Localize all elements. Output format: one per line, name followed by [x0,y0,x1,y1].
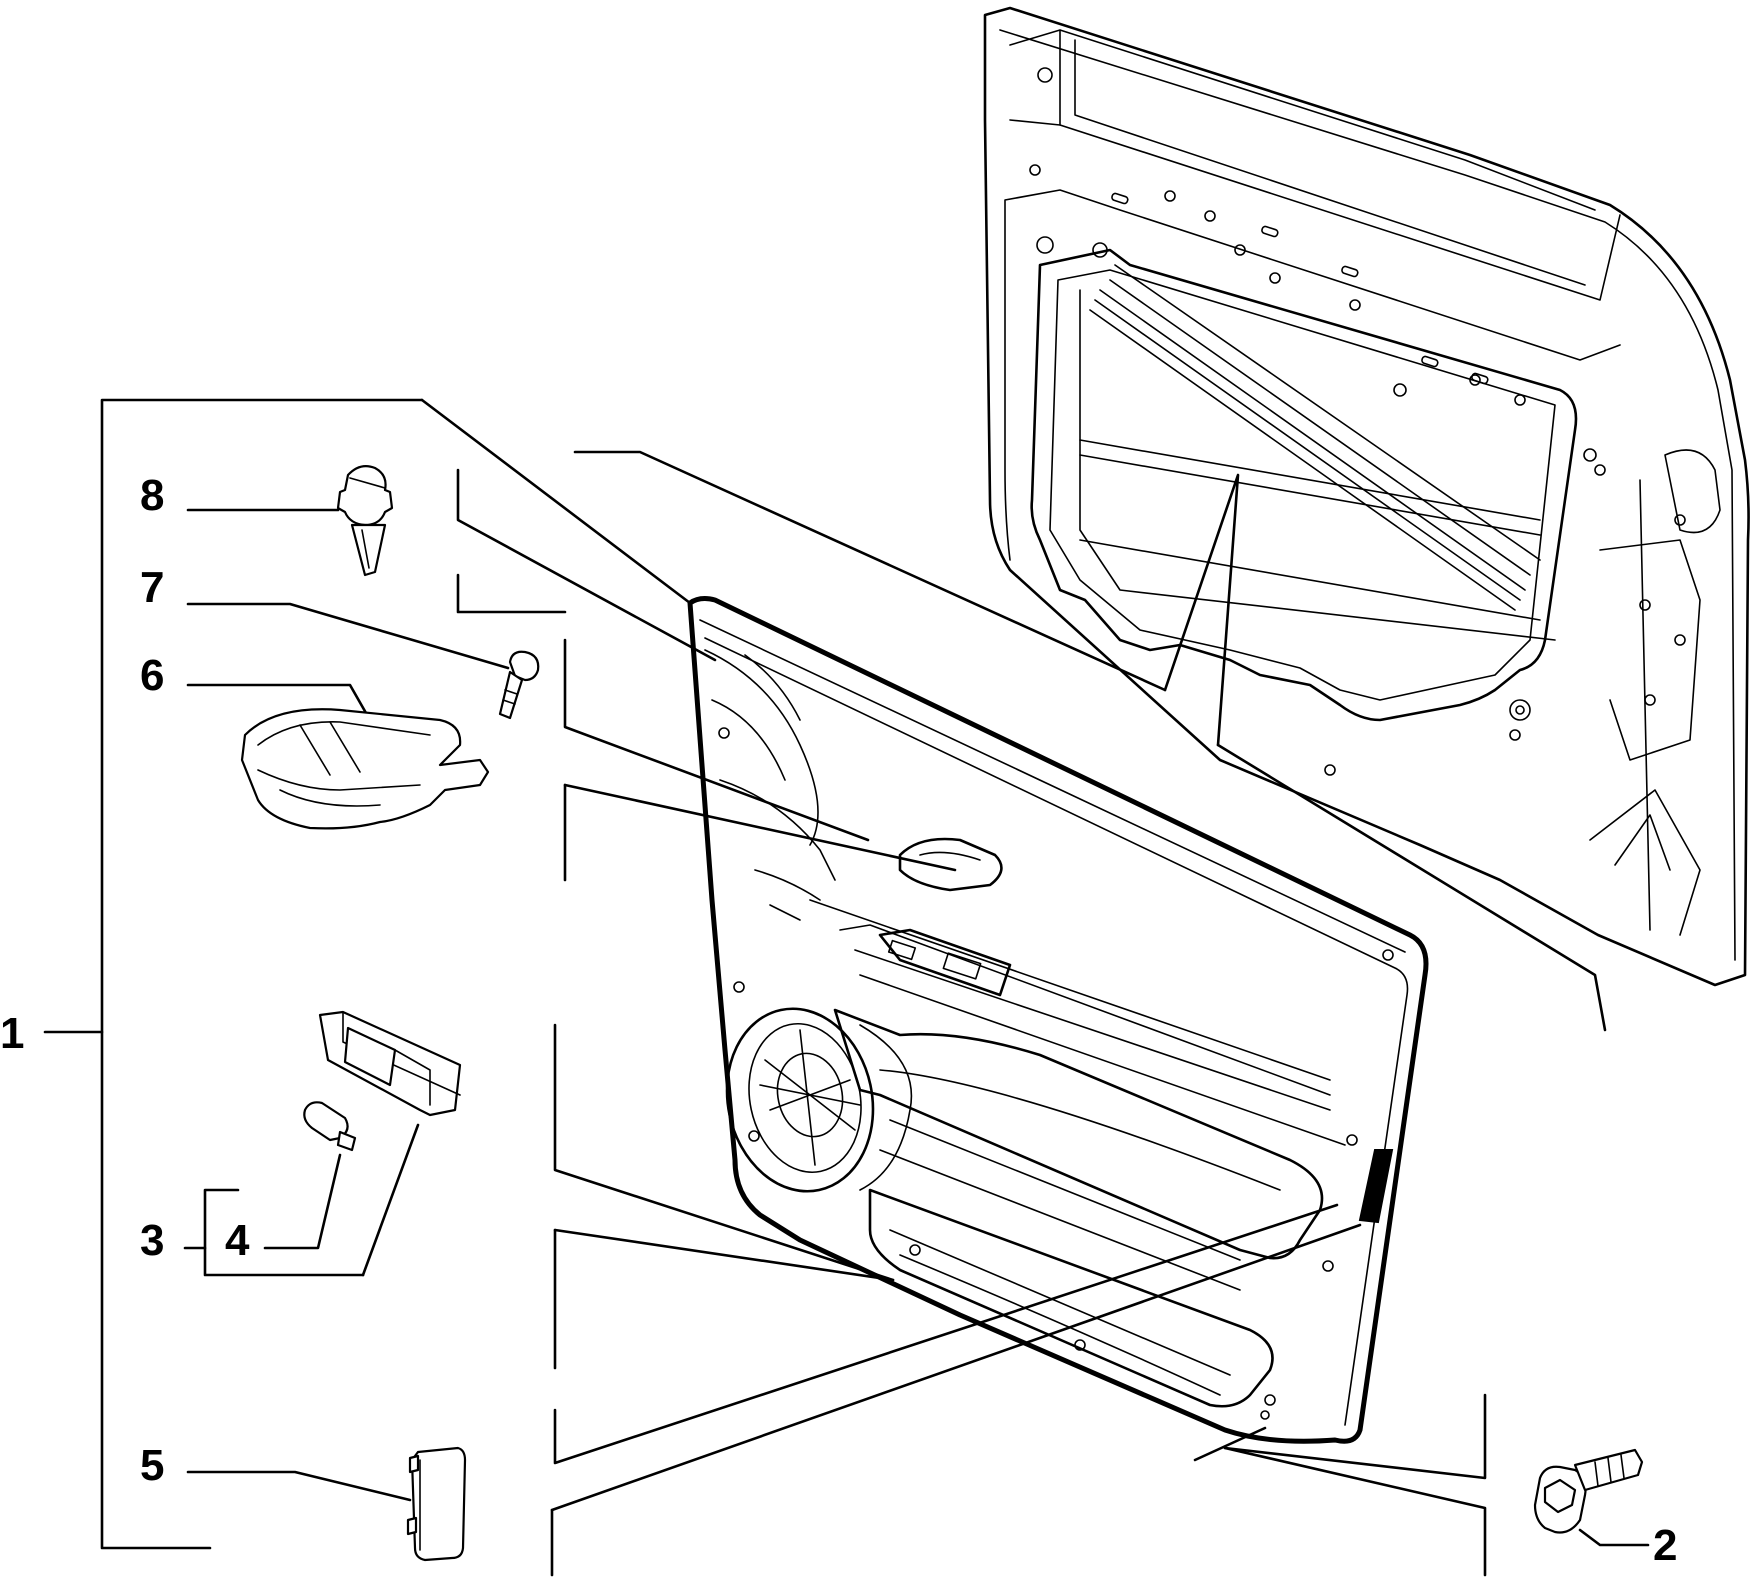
reflector [406,1446,467,1562]
callout-1: 1 [0,1009,24,1058]
bolt [1533,1448,1644,1534]
callout-4: 4 [225,1216,250,1265]
screw [498,650,540,720]
callout-2: 2 [1653,1521,1677,1570]
courtesy-lamp [318,1010,462,1117]
lamp-bulb [303,1101,357,1152]
door-trim-panel [687,596,1429,1444]
speaker-grille [725,1007,913,1193]
callout-6: 6 [140,651,164,700]
reflector-slot [1358,1149,1394,1224]
door-shell [983,6,1750,987]
callout-7: 7 [140,563,164,612]
panel-clip [336,465,394,577]
leader-lines [43,398,1650,1577]
callout-3: 3 [140,1216,164,1265]
interior-door-handle [240,708,490,830]
window-switch-bezel [878,928,1012,997]
callout-8: 8 [140,471,164,520]
callout-5: 5 [140,1441,164,1490]
